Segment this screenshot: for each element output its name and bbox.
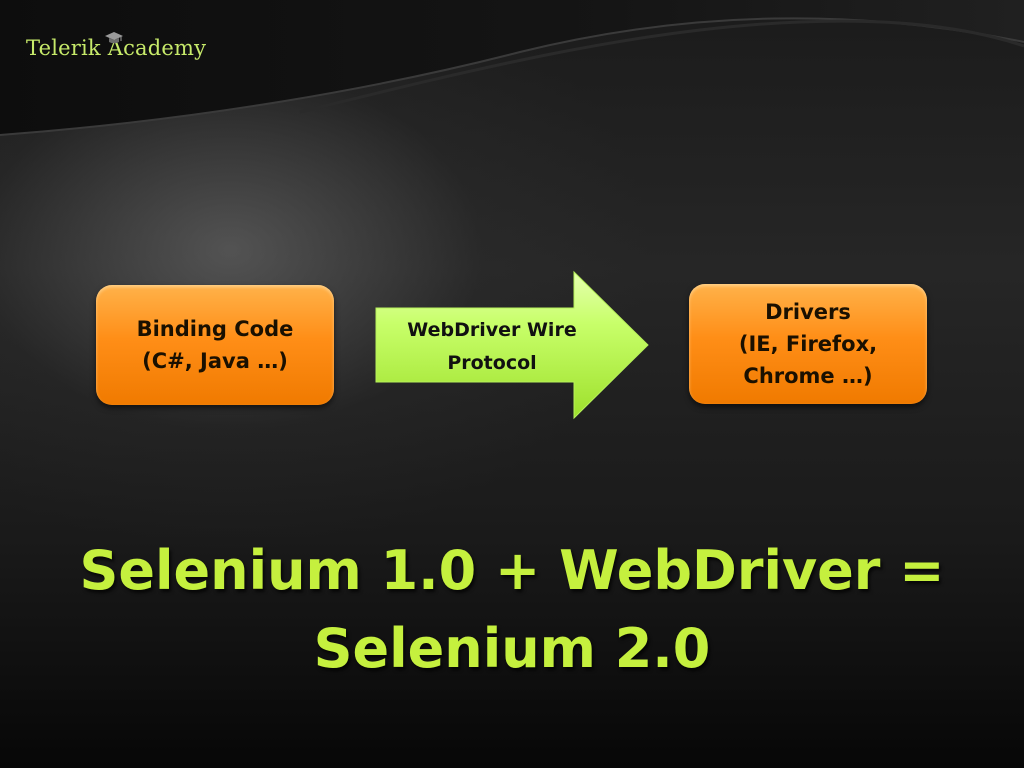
- slide-title: Selenium 1.0 + WebDriver = Selenium 2.0: [40, 532, 984, 688]
- arrow-label-line1: WebDriver Wire: [407, 319, 577, 341]
- drivers-label: Drivers: [765, 300, 851, 324]
- binding-code-label: Binding Code: [136, 317, 294, 341]
- drivers-browsers-2: Chrome …): [743, 364, 873, 388]
- webdriver-protocol-arrow: [375, 270, 649, 420]
- arrow-label-line2: Protocol: [447, 352, 537, 374]
- slide-title-line1: Selenium 1.0 + WebDriver =: [79, 539, 945, 602]
- header-swoosh: [0, 0, 1024, 136]
- binding-code-box: Binding Code (C#, Java …): [96, 285, 334, 405]
- arrow-label: WebDriver Wire Protocol: [384, 314, 600, 380]
- binding-code-languages: (C#, Java …): [142, 349, 288, 373]
- drivers-box: Drivers (IE, Firefox, Chrome …): [689, 284, 927, 404]
- drivers-browsers-1: (IE, Firefox,: [738, 332, 878, 356]
- slide-title-line2: Selenium 2.0: [313, 617, 711, 680]
- graduation-cap-icon: [105, 32, 123, 44]
